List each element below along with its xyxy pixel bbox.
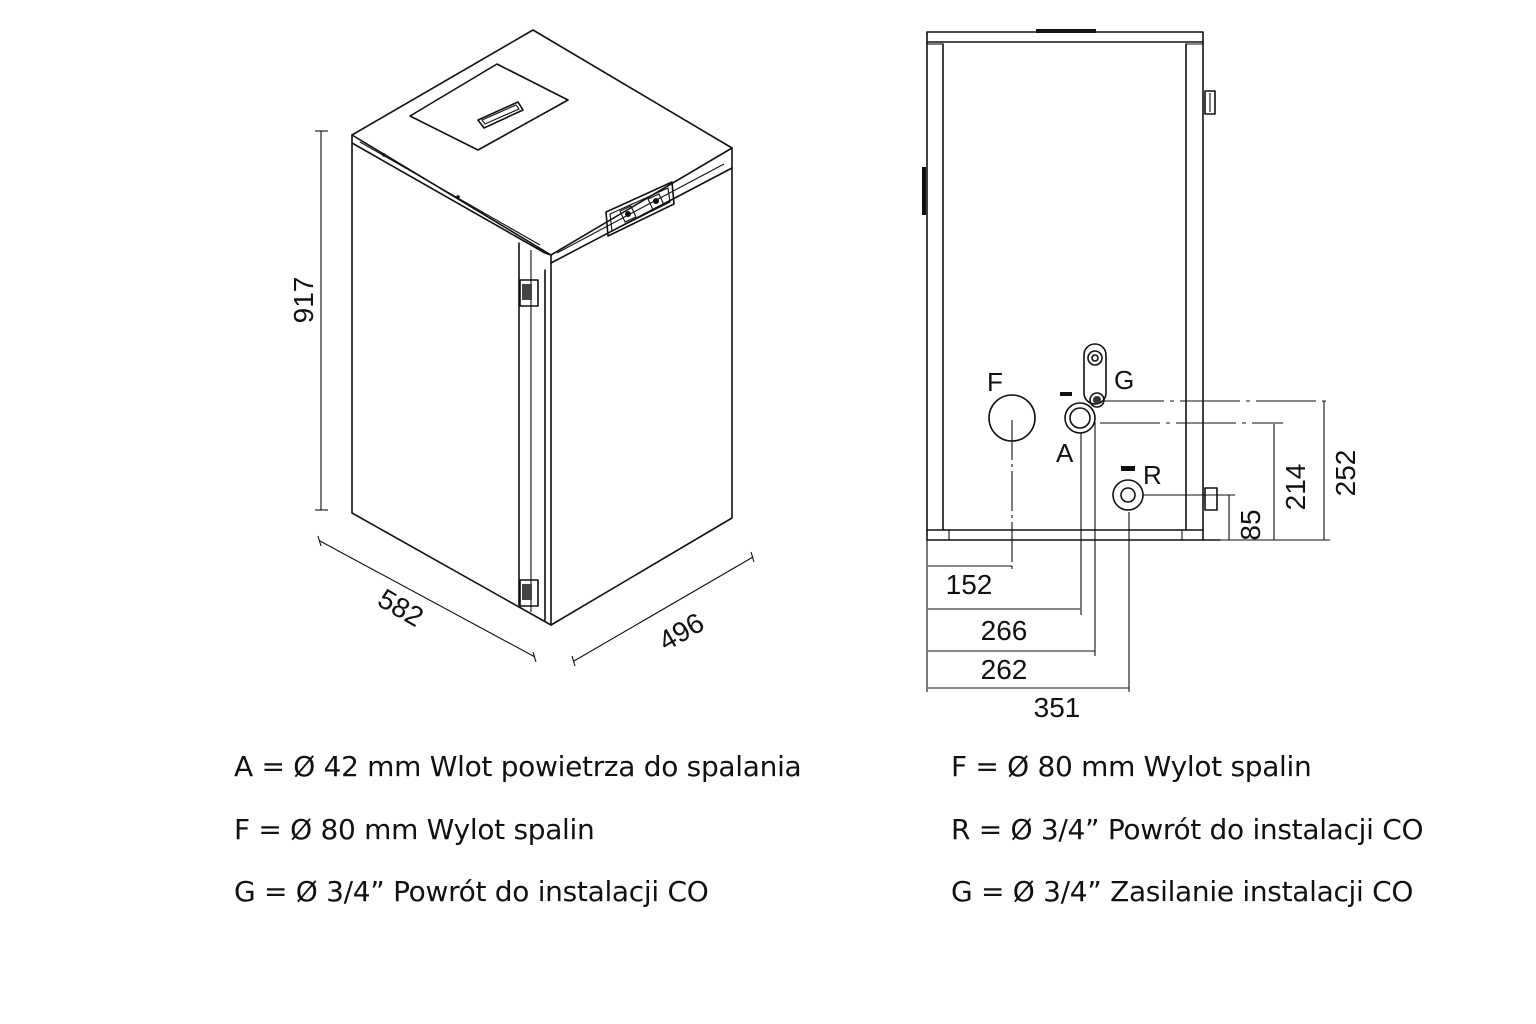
dim-depth-label: 582 — [373, 583, 429, 633]
boiler-left-side — [351, 142, 552, 626]
boiler-top-edge — [351, 134, 552, 264]
dim-width-label: 496 — [653, 607, 709, 657]
connection-R — [1112, 466, 1235, 692]
legend-left-A: A = Ø 42 mm Wlot powietrza do spalania — [234, 750, 802, 783]
control-panel — [605, 181, 675, 237]
hopper-lid — [409, 63, 569, 151]
dimension-152: 152 — [928, 565, 1012, 600]
dimension-351: 351 — [928, 687, 1129, 723]
boiler-front-side — [550, 167, 733, 626]
legend-right-R: R = Ø 3/4” Powrót do instalacji CO — [951, 813, 1424, 846]
dimension-85: 85 — [1228, 495, 1266, 541]
legend-left-G: G = Ø 3/4” Powrót do instalacji CO — [234, 875, 709, 908]
door-hinge-top — [519, 279, 539, 307]
dim-252-label: 252 — [1330, 450, 1361, 497]
dimension-214: 214 — [1273, 424, 1311, 540]
lid-handle — [477, 101, 524, 129]
dim-214-label: 214 — [1280, 464, 1311, 511]
dim-262-label: 262 — [981, 654, 1028, 685]
dim-85-label: 85 — [1235, 509, 1266, 540]
flue-outlet-F — [988, 394, 1036, 572]
label-R: R — [1143, 460, 1162, 490]
dimension-height: 917 — [288, 130, 328, 511]
boiler-side-view: F G A R 152 266 262 351 85 — [922, 29, 1361, 723]
boiler-top-face — [351, 29, 733, 256]
label-F: F — [987, 367, 1003, 397]
boiler-top-edge-right — [550, 147, 733, 264]
dim-266-label: 266 — [981, 615, 1028, 646]
door-hinge-bottom — [519, 579, 539, 607]
legend-left-F: F = Ø 80 mm Wylot spalin — [234, 813, 595, 846]
dimension-252: 252 — [1323, 401, 1361, 540]
boiler-isometric-view: 917 582 496 — [288, 29, 755, 667]
connection-G-A — [1060, 343, 1107, 656]
legend-right-G: G = Ø 3/4” Zasilanie instalacji CO — [951, 875, 1414, 908]
legend-right-F: F = Ø 80 mm Wylot spalin — [951, 750, 1312, 783]
label-A: A — [1056, 438, 1074, 468]
label-G: G — [1114, 365, 1134, 395]
dimension-266: 266 — [928, 608, 1080, 646]
dim-351-label: 351 — [1034, 692, 1081, 723]
dimension-width: 496 — [571, 551, 755, 667]
dim-152-label: 152 — [946, 569, 993, 600]
dim-height-label: 917 — [288, 277, 319, 324]
dimension-262: 262 — [928, 650, 1095, 685]
